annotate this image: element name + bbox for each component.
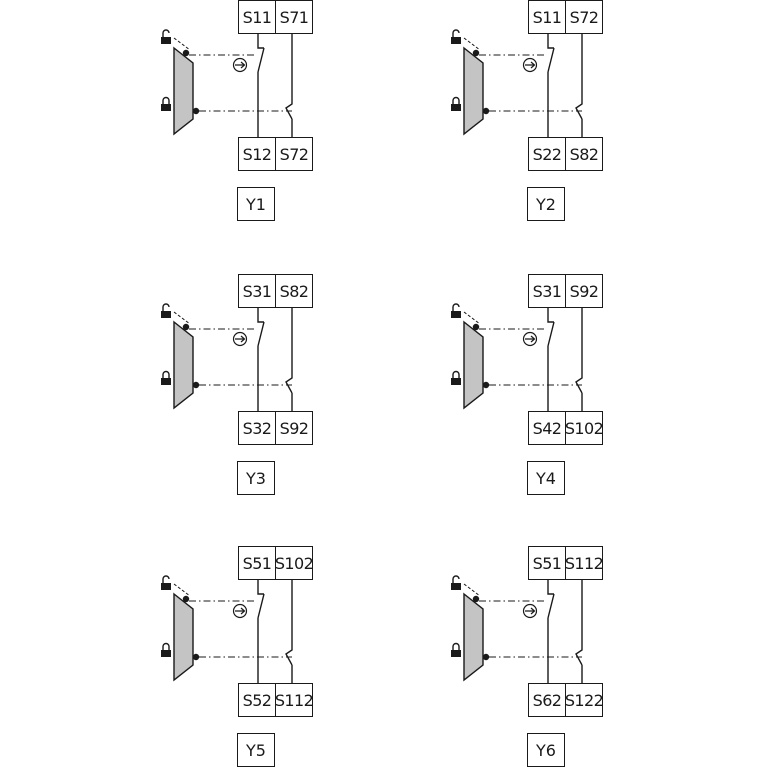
model-label: Y6 [527,733,565,767]
unlocked-position-dot [472,323,480,331]
contact-schematic [451,575,583,684]
unlock-guide-line [463,583,481,597]
contact-schematic [161,29,293,138]
contact-nc-left [547,580,555,684]
unlocked-position-dot [182,595,190,603]
unlock-guide-line [463,37,481,51]
terminal-top-right: S82 [275,274,313,308]
padlock-closed-icon [161,370,171,385]
unlock-guide-line [173,583,191,597]
terminal-bottom-left: S52 [238,683,276,717]
actuator [173,592,194,682]
terminal-bottom-left: S32 [238,411,276,445]
contact-nc-right [285,580,293,684]
contact-nc-left [257,308,265,412]
positive-opening-arrow-icon [522,57,538,73]
positive-opening-arrow-icon [232,603,248,619]
terminal-top-right: S112 [565,546,604,580]
locked-position-dot [482,381,490,389]
padlock-closed-icon [161,96,171,111]
contact-nc-right [575,580,583,684]
locked-position-dot [192,107,200,115]
model-label: Y5 [237,733,275,767]
terminal-bottom-right: S92 [275,411,313,445]
terminal-bottom-right: S102 [565,411,604,445]
terminal-top-left: S51 [528,546,566,580]
contact-nc-left [257,580,265,684]
positive-opening-arrow-icon [232,331,248,347]
terminal-top-left: S11 [528,0,566,34]
unlocked-position-dot [182,49,190,57]
terminal-top-right: S92 [565,274,603,308]
locked-position-dot [192,381,200,389]
contact-nc-left [547,308,555,412]
terminal-bottom-left: S42 [528,411,566,445]
padlock-closed-icon [161,642,171,657]
padlock-open-icon [161,29,171,44]
contact-schematic [161,575,293,684]
terminal-top-left: S11 [238,0,276,34]
contact-nc-right [285,34,293,138]
terminal-top-left: S31 [238,274,276,308]
model-label: Y2 [527,187,565,221]
contact-schematic [451,303,583,412]
terminal-bottom-right: S82 [565,137,603,171]
contact-nc-right [575,34,583,138]
terminal-bottom-right: S72 [275,137,313,171]
padlock-closed-icon [451,370,461,385]
unlocked-position-dot [472,49,480,57]
terminal-bottom-right: S122 [565,683,604,717]
locked-position-dot [192,653,200,661]
contact-schematic [161,303,293,412]
model-label: Y1 [237,187,275,221]
terminal-bottom-left: S62 [528,683,566,717]
contact-nc-right [575,308,583,412]
actuator [173,46,194,136]
padlock-closed-icon [451,96,461,111]
padlock-open-icon [451,29,461,44]
padlock-open-icon [451,575,461,590]
actuator [173,320,194,410]
actuator [463,320,484,410]
contact-nc-right [285,308,293,412]
terminal-bottom-right: S112 [275,683,314,717]
unlock-guide-line [173,311,191,325]
unlocked-position-dot [182,323,190,331]
locked-position-dot [482,107,490,115]
padlock-open-icon [451,303,461,318]
terminal-bottom-left: S12 [238,137,276,171]
model-label: Y4 [527,461,565,495]
contact-schematic [451,29,583,138]
positive-opening-arrow-icon [522,603,538,619]
padlock-closed-icon [451,642,461,657]
actuator [463,46,484,136]
terminal-top-right: S72 [565,0,603,34]
locked-position-dot [482,653,490,661]
unlock-guide-line [173,37,191,51]
unlock-guide-line [463,311,481,325]
model-label: Y3 [237,461,275,495]
terminal-top-right: S71 [275,0,313,34]
contact-nc-left [257,34,265,138]
actuator [463,592,484,682]
positive-opening-arrow-icon [522,331,538,347]
contact-nc-left [547,34,555,138]
positive-opening-arrow-icon [232,57,248,73]
terminal-top-left: S51 [238,546,276,580]
padlock-open-icon [161,575,171,590]
unlocked-position-dot [472,595,480,603]
terminal-top-right: S102 [275,546,314,580]
padlock-open-icon [161,303,171,318]
terminal-top-left: S31 [528,274,566,308]
terminal-bottom-left: S22 [528,137,566,171]
